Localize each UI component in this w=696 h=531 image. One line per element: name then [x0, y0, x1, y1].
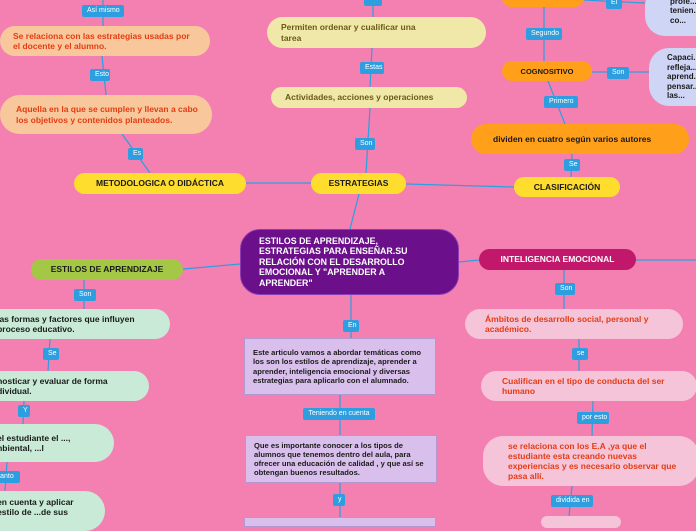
link-label-estas: Estas [360, 62, 384, 74]
top-orange-node[interactable] [502, 0, 584, 7]
metodologica-node[interactable]: METODOLOGICA O DIDÁCTICA [74, 173, 246, 194]
estrategias-node[interactable]: ESTRATEGIAS [311, 173, 406, 194]
permiten-node[interactable]: Permiten ordenar y cualificar una tarea [267, 17, 486, 48]
link-label-y-estilos: Y [18, 405, 30, 417]
lasformas-node[interactable]: ...las formas y factores que influyen ..… [0, 309, 170, 339]
link-label-asimismo: Así mismo [82, 5, 124, 17]
ambitos-node[interactable]: Ámbitos de desarrollo social, personal y… [465, 309, 683, 339]
link-label-son-inteligencia: Son [555, 283, 575, 295]
inteligencia-node[interactable]: INTELIGENCIA EMOCIONAL [479, 249, 636, 270]
link-label-se-ambitos: se [572, 348, 588, 360]
cualifican-node[interactable]: Cualifican en el tipo de conducta del se… [481, 371, 696, 401]
root-node[interactable]: ESTILOS DE APRENDIZAJE, ESTRATEGIAS PARA… [240, 229, 459, 295]
link-label-teniendo: Teniendo en cuenta [303, 408, 375, 420]
connector-root-to-estilos [182, 263, 241, 270]
importante-node[interactable]: Que es importante conocer a los tipos de… [245, 435, 437, 483]
serelaciona-node[interactable]: Se relaciona con las estrategias usadas … [0, 26, 210, 56]
clasificacion-node[interactable]: CLASIFICACIÓN [514, 177, 620, 197]
link-label-y-center: y [333, 494, 345, 506]
encuenta-node[interactable]: ...en cuenta y aplicar ...estilo de ...d… [0, 491, 105, 531]
profesores-node[interactable]: profe... tenien... del co... [645, 0, 696, 36]
link-label-segundo: Segundo [526, 28, 562, 40]
link-label-primero: Primero [544, 96, 578, 108]
link-label-son-estilos: Son [74, 289, 96, 301]
link-label-tanto: tanto [0, 471, 20, 483]
link-label-porestro: por esto [577, 412, 609, 424]
serelacionaEA-node[interactable]: se relaciona con los E.A ,ya que el estu… [483, 436, 696, 486]
capacidad-node[interactable]: Capaci... refleja... aprend... pensar...… [649, 48, 696, 106]
aquella-node[interactable]: Aquella en la que se cumplen y llevan a … [0, 95, 212, 134]
link-label-dividida: dividida en [551, 495, 593, 507]
link-label-es: Es [128, 148, 143, 160]
link-label-esto: Esto [90, 69, 110, 81]
bottom-pink-node[interactable] [541, 516, 621, 528]
actividades-node[interactable]: Actividades, acciones y operaciones [271, 87, 467, 108]
cognositivo-node[interactable]: COGNOSITIVO [502, 61, 592, 81]
link-label-se-estilos: Se [43, 348, 59, 360]
link-label-se-clasificacion: Se [564, 159, 580, 171]
dividen-node[interactable]: dividen en cuatro según varios autores [471, 124, 689, 154]
link-label-son-estrategias: Son [355, 138, 375, 150]
link-label-el: El [606, 0, 622, 9]
link-label-son-cognositivo: Son [607, 67, 629, 79]
bottom-lavender-node[interactable] [244, 517, 436, 527]
articulo-node[interactable]: Este articulo vamos a abordar temáticas … [244, 338, 436, 395]
connector-root-to-inteligencia [458, 259, 480, 263]
connector-estrategias-to-clasificacion [405, 183, 515, 188]
connector-root-to-estrategias [349, 193, 360, 230]
estudiante-node[interactable]: ...el estudiante el ..., ambiental, ...l [0, 424, 114, 462]
link-label-en: En [343, 320, 359, 332]
diagnosticar-node[interactable]: ...nosticar y evaluar de forma ...dividu… [0, 371, 149, 401]
estilos-node[interactable]: ESTILOS DE APRENDIZAJE [31, 259, 183, 280]
link-label-top-center [364, 0, 382, 6]
